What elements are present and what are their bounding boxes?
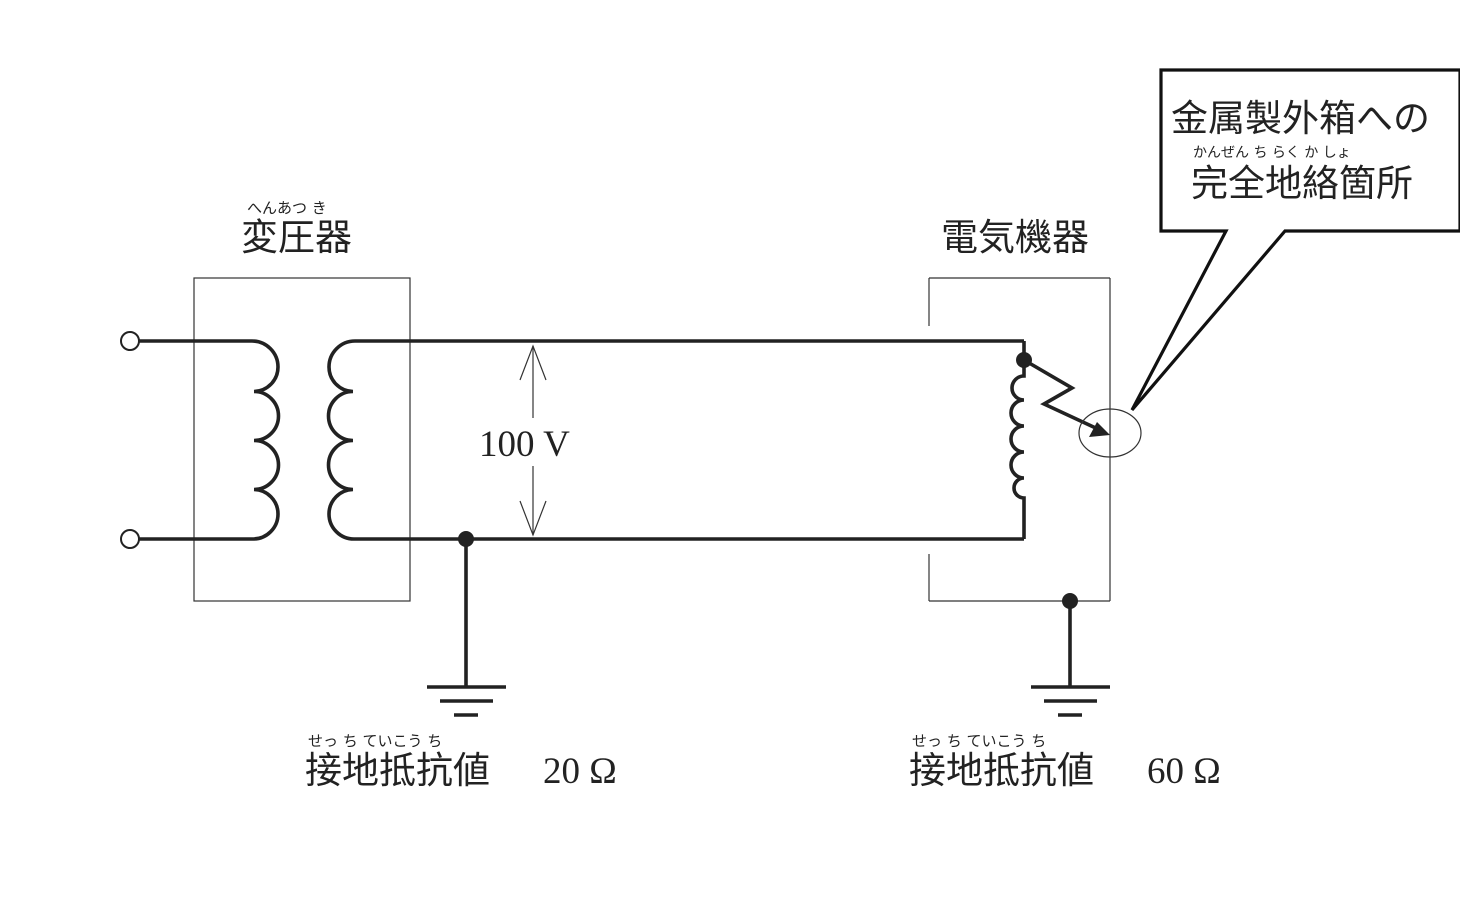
transformer-ruby: へんあつ き <box>247 199 327 217</box>
input-terminal-top <box>120 331 140 351</box>
callout-line2: 完全地絡箇所 <box>1191 162 1413 205</box>
ground-symbol-right <box>1031 685 1110 717</box>
callout-ruby: かんぜん ち らく か しょ <box>1193 145 1351 161</box>
input-terminal-bottom <box>120 529 140 549</box>
secondary-winding <box>326 339 1024 541</box>
ground-symbol-left <box>427 685 506 717</box>
ground-left-ruby: せっ ち ていこう ち <box>308 732 442 750</box>
ground-left-label: 接地抵抗値 <box>305 749 490 792</box>
fault-location-ellipse <box>1078 408 1142 458</box>
transformer-label: 変圧器 <box>241 216 352 259</box>
ground-left-value: 20 Ω <box>543 751 617 792</box>
fault-arrowhead <box>1089 422 1110 437</box>
equipment-label: 電気機器 <box>941 216 1089 259</box>
voltage-label: 100 V <box>479 424 570 465</box>
primary-winding <box>139 339 281 541</box>
ground-right-label: 接地抵抗値 <box>909 749 1094 792</box>
callout-line1: 金属製外箱への <box>1171 97 1430 140</box>
voltage-arrow <box>519 344 547 537</box>
callout-balloon <box>1130 68 1460 412</box>
equipment-enclosure <box>928 277 1111 602</box>
ground-right-ruby: せっ ち ていこう ち <box>912 732 1046 750</box>
fault-arrow <box>1023 358 1101 432</box>
load-winding <box>1009 341 1026 539</box>
ground-right-value: 60 Ω <box>1147 751 1221 792</box>
transformer-box <box>193 277 411 602</box>
